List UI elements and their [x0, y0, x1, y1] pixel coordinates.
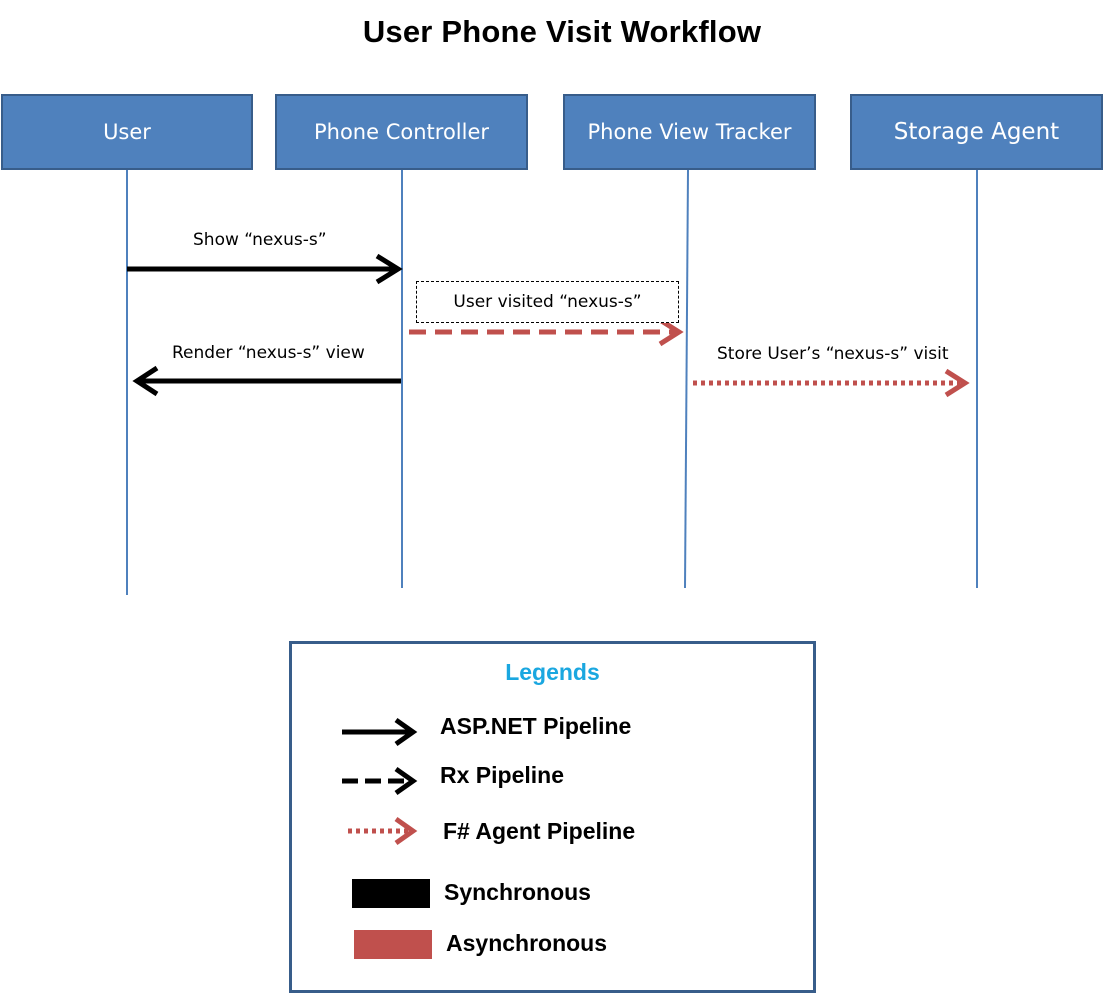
actor-storage-agent: Storage Agent [850, 94, 1103, 170]
legend-label-asynchronous: Asynchronous [446, 930, 608, 956]
diagram-title: User Phone Visit Workflow [362, 14, 762, 49]
legend-panel: Legends ASP.NET Pipeline Rx Pipeline F# … [289, 641, 816, 993]
lifeline-phone-controller [401, 170, 403, 588]
legend-dotted-arrow-icon [348, 816, 418, 846]
actor-phone-controller: Phone Controller [275, 94, 528, 170]
legend-title: Legends [505, 659, 600, 685]
legend-swatch-asynchronous [354, 930, 432, 959]
legend-solid-arrow-icon [342, 717, 418, 747]
message-box-user-visited: User visited “nexus-s” [416, 281, 679, 323]
lifeline-phone-view-tracker [684, 169, 689, 589]
lifeline-user [126, 170, 128, 595]
actor-phone-view-tracker: Phone View Tracker [563, 94, 816, 170]
message-label-show: Show “nexus-s” [193, 230, 327, 250]
message-arrow-render [132, 365, 401, 397]
legend-label-fsharp-agent: F# Agent Pipeline [443, 818, 636, 844]
legend-swatch-synchronous [352, 879, 430, 908]
message-label-user-visited: User visited “nexus-s” [453, 292, 642, 312]
message-label-store: Store User’s “nexus-s” visit [717, 344, 949, 364]
legend-symbols [342, 717, 418, 846]
message-label-render: Render “nexus-s” view [172, 343, 365, 363]
message-arrow-user-visited [409, 317, 684, 347]
legend-dashed-arrow-icon [342, 766, 418, 796]
actor-user: User [1, 94, 253, 170]
message-arrow-store [693, 368, 970, 398]
legend-label-aspnet: ASP.NET Pipeline [440, 713, 632, 739]
message-arrow-show [127, 253, 403, 285]
legend-label-synchronous: Synchronous [444, 879, 591, 905]
legend-label-rx: Rx Pipeline [440, 762, 564, 788]
